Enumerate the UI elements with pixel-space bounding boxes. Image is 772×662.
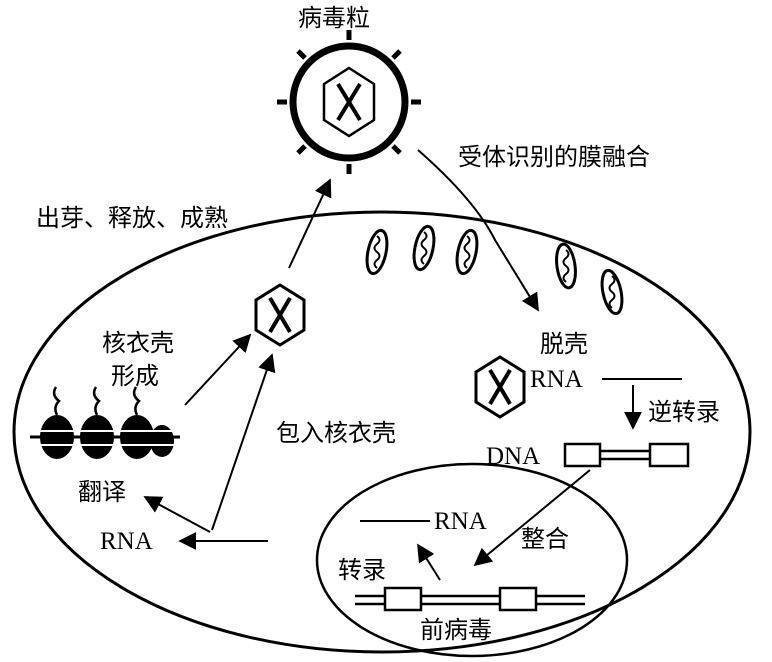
virion-icon	[277, 30, 421, 174]
translation-label: 翻译	[78, 478, 126, 506]
nucleus	[315, 462, 629, 658]
receptor-fusion-label: 受体识别的膜融合	[458, 143, 650, 171]
transcription-label: 转录	[338, 556, 386, 584]
arrow-to-translation	[143, 496, 211, 533]
virion-label: 病毒粒	[298, 4, 370, 32]
pathway-arrows	[143, 149, 642, 581]
budding-label: 出芽、释放、成熟	[36, 204, 228, 232]
package-into-capsid-label: 包入核衣壳	[276, 419, 396, 447]
rna-label-uncoated: RNA	[530, 366, 583, 393]
rna-label-nuclear: RNA	[434, 508, 487, 535]
rna-label-cytoplasm: RNA	[100, 528, 153, 555]
dna-duplex-icon	[563, 442, 690, 468]
membrane-receptor-icons	[365, 224, 624, 316]
provirus-icon	[355, 586, 585, 612]
capsid-formation-label-2: 形成	[111, 362, 159, 390]
assembled-capsid-icon	[254, 283, 306, 347]
arrow-dna-to-nucleus	[473, 469, 591, 567]
ribosome-icon	[30, 386, 180, 459]
reverse-transcription-label: 逆转录	[648, 398, 720, 426]
uncoating-label: 脱壳	[540, 330, 588, 358]
arrow-transcription	[417, 543, 441, 581]
cell-membrane	[12, 210, 752, 654]
arrow-capsid-formation	[184, 333, 252, 406]
integration-label: 整合	[521, 525, 569, 553]
provirus-label: 前病毒	[420, 616, 492, 644]
arrow-budding	[288, 178, 332, 269]
capsid-formation-label-1: 核衣壳	[102, 329, 174, 357]
uncoated-capsid-icon	[474, 355, 526, 419]
arrow-receptor-fusion	[417, 149, 539, 312]
arrow-package	[211, 353, 276, 531]
dna-label: DNA	[486, 443, 540, 470]
